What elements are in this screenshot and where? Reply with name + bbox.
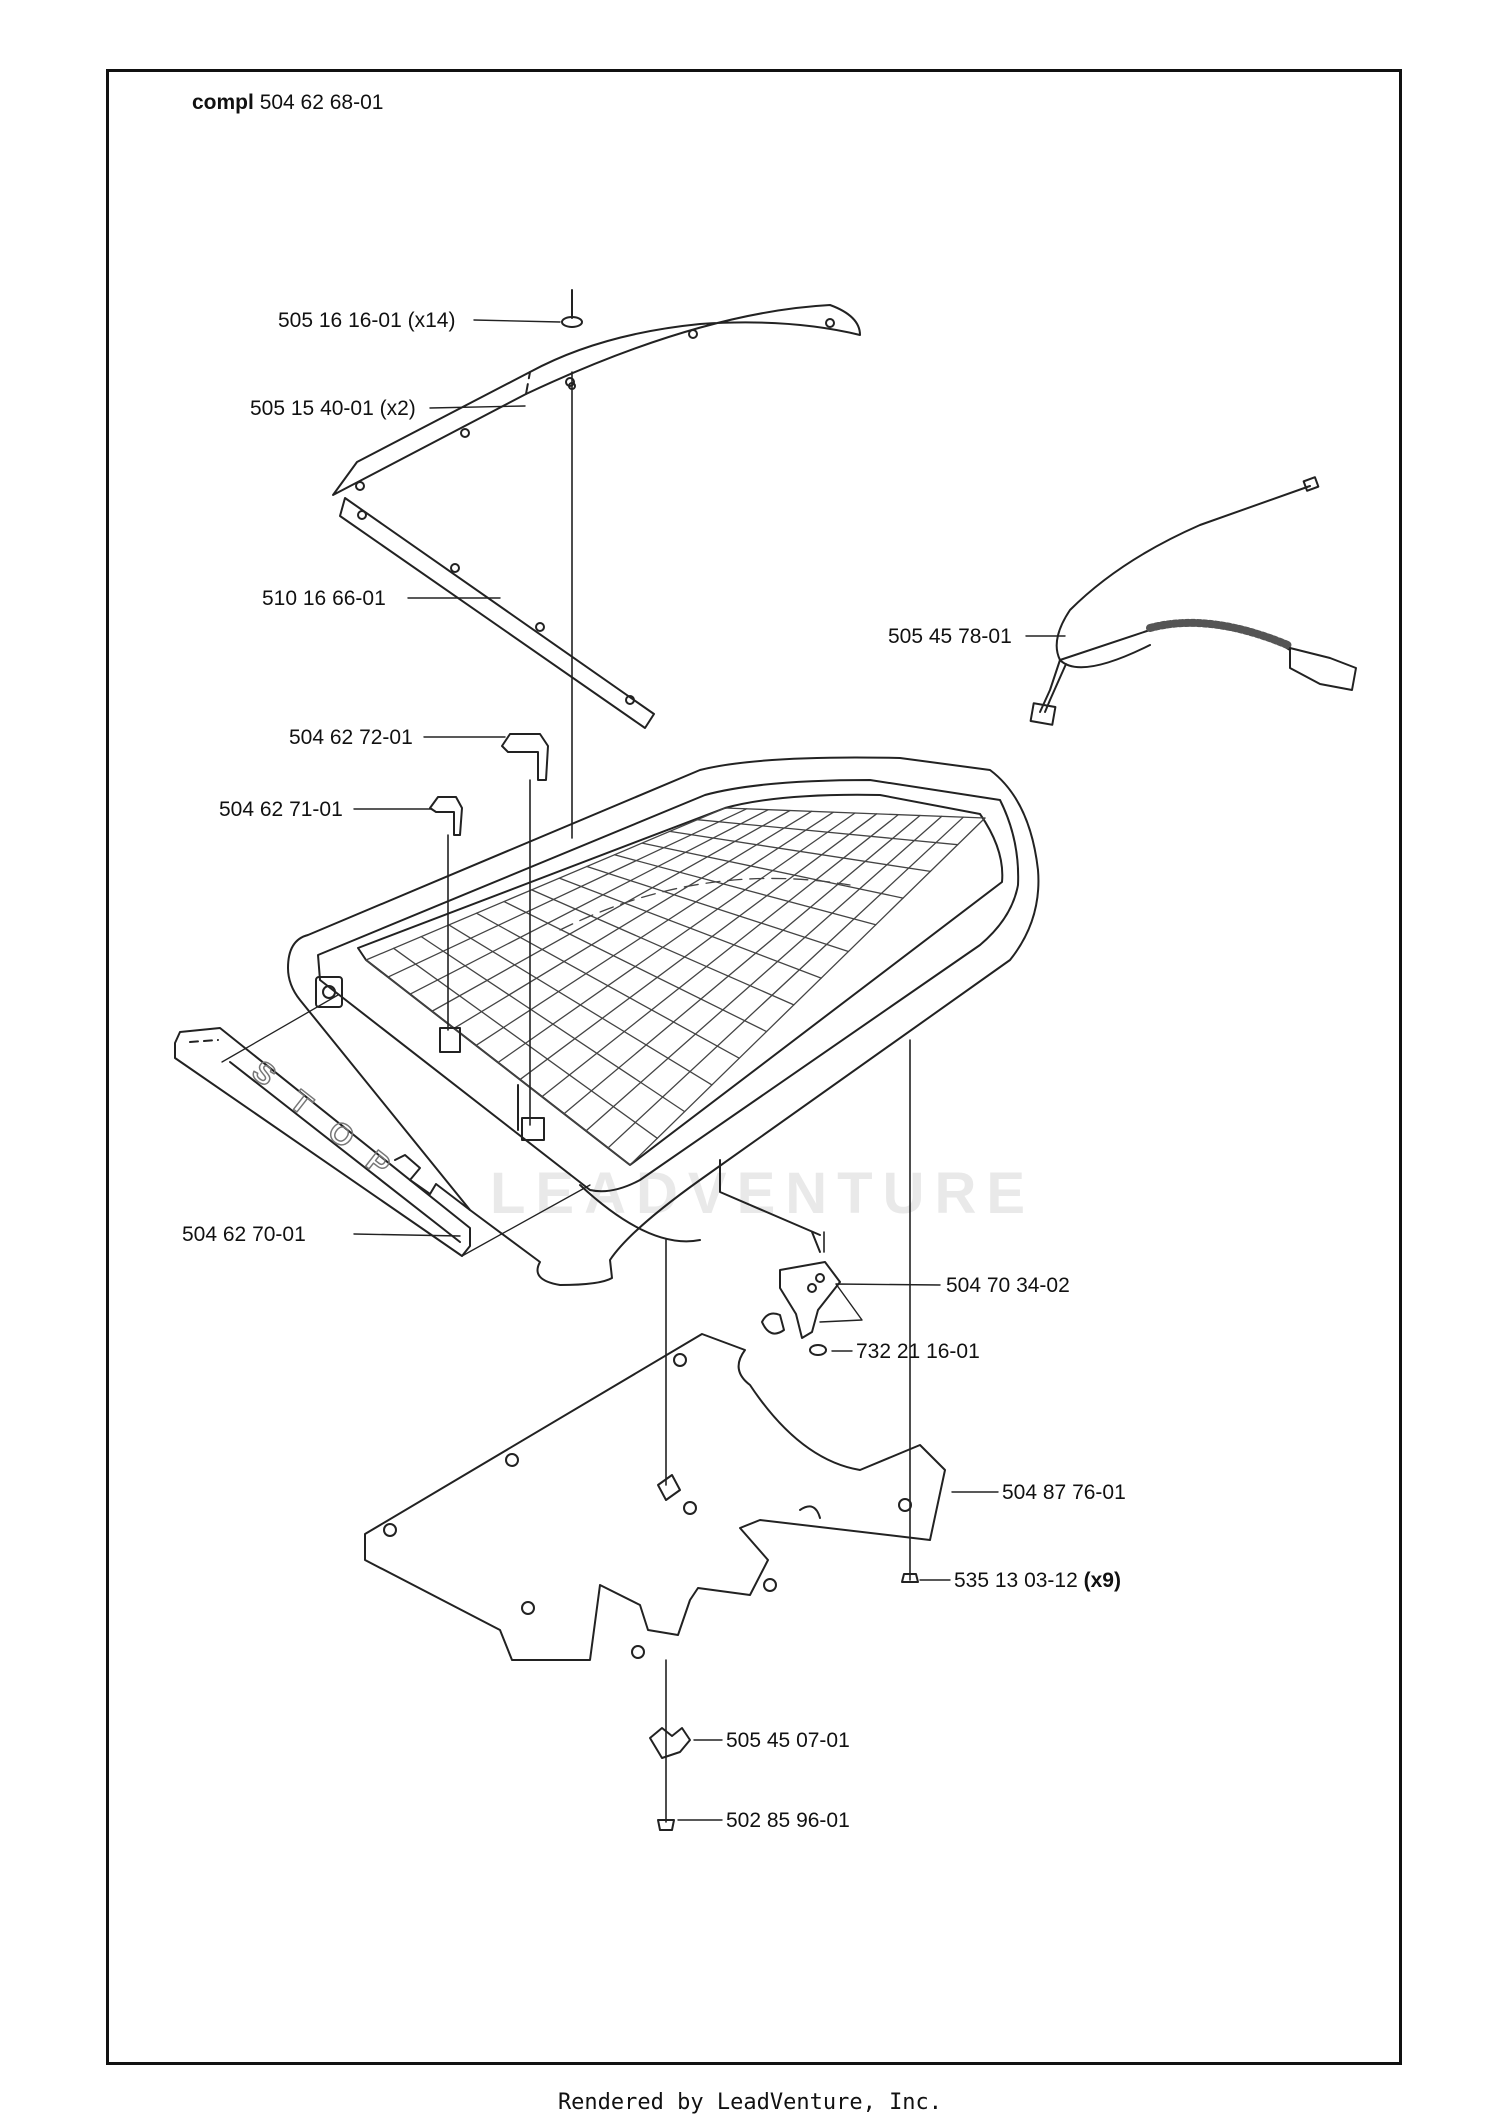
part-number: 535 13 03-12: [954, 1569, 1078, 1592]
part-qty: (x14): [407, 309, 456, 332]
part-number: 504 87 76-01: [1002, 1481, 1126, 1504]
grid-line: [497, 812, 856, 1064]
cover-grid: [365, 807, 986, 1166]
part-label-504-70-34-02[interactable]: 504 70 34-02: [946, 1275, 1070, 1296]
grid-line: [629, 817, 986, 1166]
title-number: 504 62 68-01: [259, 91, 384, 114]
part-label-732-21-16-01[interactable]: 732 21 16-01: [856, 1341, 980, 1362]
wing-nut-part: [649, 1727, 691, 1759]
grid-line: [431, 809, 791, 1012]
clip-504-62-71-01: [429, 796, 463, 1053]
cover-body: [287, 756, 1040, 1286]
part-label-535-13-03-12[interactable]: 535 13 03-12 (x9): [954, 1570, 1121, 1591]
clip-504-62-72-01: [501, 733, 549, 1141]
part-number: 510 16 66-01: [262, 587, 386, 610]
grid-line: [607, 816, 964, 1149]
part-label-505-15-40-01[interactable]: 505 15 40-01 (x2): [250, 398, 416, 419]
part-number: 504 62 72-01: [289, 726, 413, 749]
title-prefix: compl: [192, 91, 254, 114]
part-qty: (x2): [379, 397, 416, 420]
grid-line: [541, 814, 899, 1098]
nut-part: [809, 1344, 827, 1356]
grid-line: [387, 808, 748, 978]
watermark: LEADVENTURE: [490, 1161, 1036, 1226]
assembly-title: compl 504 62 68-01: [192, 91, 383, 115]
grid-line: [519, 813, 878, 1081]
stop-bar: [174, 1027, 471, 1257]
part-label-502-85-96-01[interactable]: 502 85 96-01: [726, 1810, 850, 1831]
part-number: 504 62 71-01: [219, 798, 343, 821]
grid-line: [453, 810, 813, 1029]
part-number: 505 15 40-01: [250, 397, 374, 420]
footer-credit: Rendered by LeadVenture, Inc.: [557, 2090, 943, 2115]
rivet-part: [561, 289, 583, 839]
part-label-504-62-71-01[interactable]: 504 62 71-01: [219, 799, 343, 820]
part-label-504-87-76-01[interactable]: 504 87 76-01: [1002, 1482, 1126, 1503]
part-label-505-45-78-01[interactable]: 505 45 78-01: [888, 626, 1012, 647]
stop-letter: P: [360, 1145, 396, 1183]
base-plate: [364, 1333, 946, 1661]
screw-502-85-96-01: [657, 1819, 675, 1831]
part-number: 505 16 16-01: [278, 309, 402, 332]
part-label-504-62-72-01[interactable]: 504 62 72-01: [289, 727, 413, 748]
grid-line: [585, 815, 943, 1132]
part-number: 505 45 78-01: [888, 625, 1012, 648]
assembly-lines: [665, 1039, 911, 1823]
part-number: 504 70 34-02: [946, 1274, 1070, 1297]
diagram-frame: [106, 69, 1402, 2065]
part-number: 505 45 07-01: [726, 1729, 850, 1752]
seal-strip-lower: [339, 318, 835, 729]
grid-line: [365, 807, 726, 961]
grid-line: [563, 814, 921, 1115]
grid-line: [475, 811, 834, 1047]
grid-line: [409, 809, 769, 995]
bracket-part: [761, 1231, 841, 1339]
part-qty: (x9): [1083, 1569, 1121, 1592]
part-label-505-16-16-01[interactable]: 505 16 16-01 (x14): [278, 310, 455, 331]
seal-strip-upper: [332, 304, 861, 496]
leader-lines: [353, 319, 1066, 1821]
wire-harness: [1029, 476, 1357, 726]
part-number: 732 21 16-01: [856, 1340, 980, 1363]
part-number: 502 85 96-01: [726, 1809, 850, 1832]
part-label-510-16-66-01[interactable]: 510 16 66-01: [262, 588, 386, 609]
screw-535-13-03-12: [901, 1573, 919, 1583]
part-number: 504 62 70-01: [182, 1223, 306, 1246]
part-label-505-45-07-01[interactable]: 505 45 07-01: [726, 1730, 850, 1751]
stop-button-socket: [315, 976, 343, 1008]
part-label-504-62-70-01[interactable]: 504 62 70-01: [182, 1224, 306, 1245]
stop-letter: O: [322, 1115, 361, 1155]
stop-letter: S: [246, 1055, 282, 1093]
